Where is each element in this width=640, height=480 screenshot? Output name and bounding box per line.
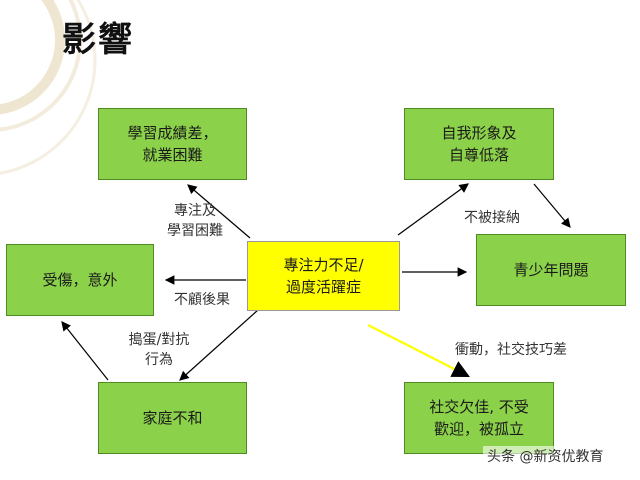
arrow-family-to-injury: [61, 321, 109, 381]
node-family: 家庭不和: [98, 382, 247, 454]
center-node-adhd: 專注力不足/ 過度活躍症: [247, 241, 400, 311]
arrow-to-self-image: [397, 183, 469, 236]
node-injury: 受傷，意外: [6, 244, 154, 316]
edge-label-consequence: 不顧後果: [174, 292, 230, 308]
edge-label-attention: 專注及 學習困難: [167, 203, 223, 239]
arrow-self-image-to-youth: [533, 183, 571, 228]
arrow-to-social: [367, 324, 470, 377]
node-self-image: 自我形象及 自尊低落: [404, 108, 554, 180]
edge-label-rejection: 不被接納: [464, 210, 520, 226]
node-youth: 青少年問題: [476, 234, 626, 306]
watermark-text: 头条 @新资优教育: [483, 446, 608, 466]
edge-label-impulsive: 衝動，社交技巧差: [455, 342, 567, 358]
edge-label-defiance: 搗蛋/對抗 行為: [128, 332, 190, 368]
node-social: 社交欠佳, 不受 歡迎，被孤立: [404, 382, 554, 454]
page-title: 影響: [62, 20, 134, 60]
arrow-to-academic: [187, 184, 251, 239]
node-academic: 學習成績差， 就業困難: [98, 108, 247, 180]
arrow-to-family: [179, 309, 259, 381]
